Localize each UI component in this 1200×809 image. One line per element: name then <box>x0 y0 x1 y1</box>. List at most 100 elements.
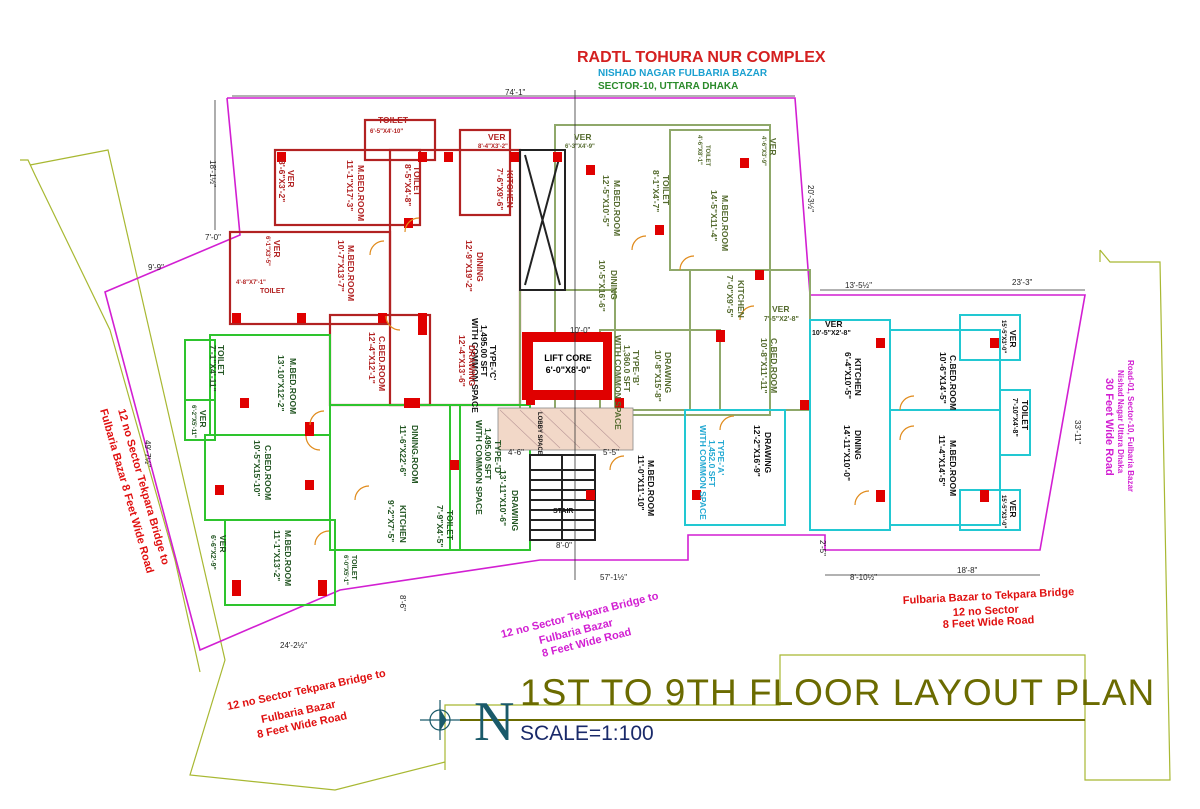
room-label: VER <box>198 410 208 427</box>
dimension-lines <box>214 90 1085 580</box>
dimension-labels: 74'-1" 18'-1½" 7'-0" 9'-9" 49'-7½" 24'-2… <box>143 88 1082 650</box>
room-label: DINING.ROOM <box>410 425 420 484</box>
room-size: 10'-5"X16'-6" <box>597 260 607 312</box>
north-compass-icon <box>420 700 460 740</box>
dim-right-top: 20'-3½" <box>806 185 815 212</box>
complex-address-line2: SECTOR-10, UTTARA DHAKA <box>598 81 739 92</box>
road-right-3: 30 Feet Wide Road <box>1103 378 1115 476</box>
dim-bottom-small: 8'-6" <box>398 595 407 611</box>
room-label: TOILET <box>378 115 409 125</box>
room-size: 14'-11"X10'-0" <box>842 425 852 481</box>
room-size: 10'-5"X2'-8" <box>812 330 851 337</box>
room-size: 12'-2"X16'-9" <box>752 425 762 477</box>
room-label: VER <box>488 132 505 142</box>
dim-right-mid: 13'-5½" <box>845 281 872 290</box>
unit-d-walls <box>184 334 531 606</box>
type-a-note: WITH COMMON SPACE <box>698 425 708 520</box>
lobby-hatch <box>497 407 634 451</box>
road-bottom-right-2: 12 no Sector <box>953 604 1020 619</box>
room-label: TOILET <box>260 288 285 295</box>
dim-right-wide: 23'-3" <box>1012 278 1033 287</box>
room-size: 15'-5"X3'-0" <box>1000 320 1006 353</box>
room-size: 13'-10"X12'-2" <box>276 355 286 412</box>
type-a-area: 1,452.0 SFT <box>707 440 717 488</box>
room-size: 10'-8"X15'-8" <box>653 350 663 402</box>
room-label: C.BED.ROOM <box>769 338 779 393</box>
room-label: DRAWING <box>763 432 773 473</box>
rooms-unit-a: VER 10'-5"X2'-8" KITCHEN 6'-4"X10'-5" C.… <box>636 319 1030 528</box>
room-size: 8'-6"X3'-2" <box>277 160 287 202</box>
type-b-name: TYPE-'B' <box>631 350 641 385</box>
room-size: 7'-6"X9'-6" <box>495 168 505 210</box>
room-label: TOILET <box>704 145 710 167</box>
lift-core-title: LIFT CORE <box>544 353 592 363</box>
room-size: 10'-8"X11'-11" <box>759 338 769 394</box>
drawing-title: 1ST TO 9TH FLOOR LAYOUT PLAN <box>520 672 1156 713</box>
room-label: DINING <box>609 270 619 300</box>
room-label: C.BED.ROOM <box>377 336 387 391</box>
dim-right-bottom: 18'-8" <box>957 566 978 575</box>
room-label: M.BED.ROOM <box>283 530 293 586</box>
room-label: M.BED.ROOM <box>346 245 356 301</box>
room-size: 12'-5"X10'-5" <box>601 175 611 227</box>
lift-core-box <box>522 332 612 400</box>
type-d-note: WITH COMMON SPACE <box>474 420 484 515</box>
north-letter: N <box>474 691 515 753</box>
road-right-2: Nishad Nagar Uttara Dhaka <box>1116 370 1125 474</box>
road-right-1: Road-01, Sector-10, Fulbaria Bazar <box>1126 360 1135 492</box>
room-label: TOILET <box>216 345 226 376</box>
dim-bottom-mid: 57'-1½" <box>600 573 627 582</box>
dim-bottom-left: 24'-2½" <box>280 641 307 650</box>
room-size: 11'-1"X13'-2" <box>272 530 282 581</box>
drawing-scale: SCALE=1:100 <box>520 722 654 745</box>
room-label: KITCHEN <box>853 358 863 396</box>
room-size: 13'-11"X10'-6" <box>498 470 508 526</box>
room-size: 9'-2"X7'-5" <box>386 500 396 542</box>
room-size: 6'-5"X4'-10" <box>370 129 403 135</box>
room-size: 12'-4"X13'-6" <box>457 335 467 387</box>
room-label: TOILET <box>350 555 357 580</box>
road-bottom-right-3: 8 Feet Wide Road <box>943 614 1035 631</box>
room-size: 10'-6"X14'-5" <box>938 352 948 404</box>
room-size: 15'-5"X3'-0" <box>1000 495 1006 528</box>
dim-right-bottom3: 2'-5" <box>818 540 827 556</box>
dim-lift-width: 10'-0" <box>570 326 591 335</box>
room-size: 4'-8"X7'-1" <box>236 280 266 286</box>
type-c-name: TYPE-'C' <box>488 345 498 380</box>
room-size: 7'-10"X4'-8" <box>1011 398 1018 437</box>
property-boundary <box>104 97 1086 652</box>
room-label: M.BED.ROOM <box>720 195 730 251</box>
room-label: KITCHEN <box>505 170 515 208</box>
room-label: VER <box>1008 500 1018 517</box>
rooms-unit-c: TOILET 6'-5"X4'-10" VER 8'-6"X3'-2" M.BE… <box>236 115 515 391</box>
type-b-note: WITH COMMON SPACE <box>613 335 623 430</box>
room-size: 10'-5"X15'-10" <box>252 440 262 497</box>
type-c-note: WITH COMMON SPACE <box>470 318 480 413</box>
room-label: DINING <box>475 252 485 282</box>
room-label: VER <box>218 535 228 552</box>
room-label: DINING <box>853 430 863 460</box>
room-size: 14'-5"X11'-4" <box>709 190 719 241</box>
room-label: DRAWING <box>510 490 520 531</box>
room-label: DRAWING <box>663 352 673 393</box>
rooms-unit-d: TOILET 7'-1"X4'-11" M.BED.ROOM 13'-10"X1… <box>190 345 520 586</box>
room-label: M.BED.ROOM <box>646 460 656 516</box>
room-label: TOILET <box>661 175 671 206</box>
type-d-area: 1,495.00 SFT <box>483 428 493 480</box>
room-label: M.BED.ROOM <box>356 165 366 221</box>
dim-right-bottom2: 8'-10½" <box>850 573 877 582</box>
room-label: VER <box>768 138 778 155</box>
room-size: 8'-4"X3'-2" <box>478 144 508 150</box>
room-size: 4'-6"X3'-9" <box>760 136 766 166</box>
room-size: 11'-0"X11'-10" <box>636 455 646 511</box>
room-size: 7'-5"X2'-8" <box>764 316 799 323</box>
room-size: 4'-6"X8'-1" <box>696 135 702 165</box>
room-size: 12'-4"X12'-1" <box>367 332 377 384</box>
road-bottom-right-1: Fulbaria Bazar to Tekpara Bridge <box>903 586 1075 607</box>
room-label: M.BED.ROOM <box>612 180 622 236</box>
room-size: 6'-2"X5'-11" <box>190 405 196 438</box>
room-size: 10'-7"X13'-7" <box>336 240 346 292</box>
room-size: 11'-1"X17'-3" <box>345 160 355 211</box>
road-edges <box>20 149 1171 791</box>
